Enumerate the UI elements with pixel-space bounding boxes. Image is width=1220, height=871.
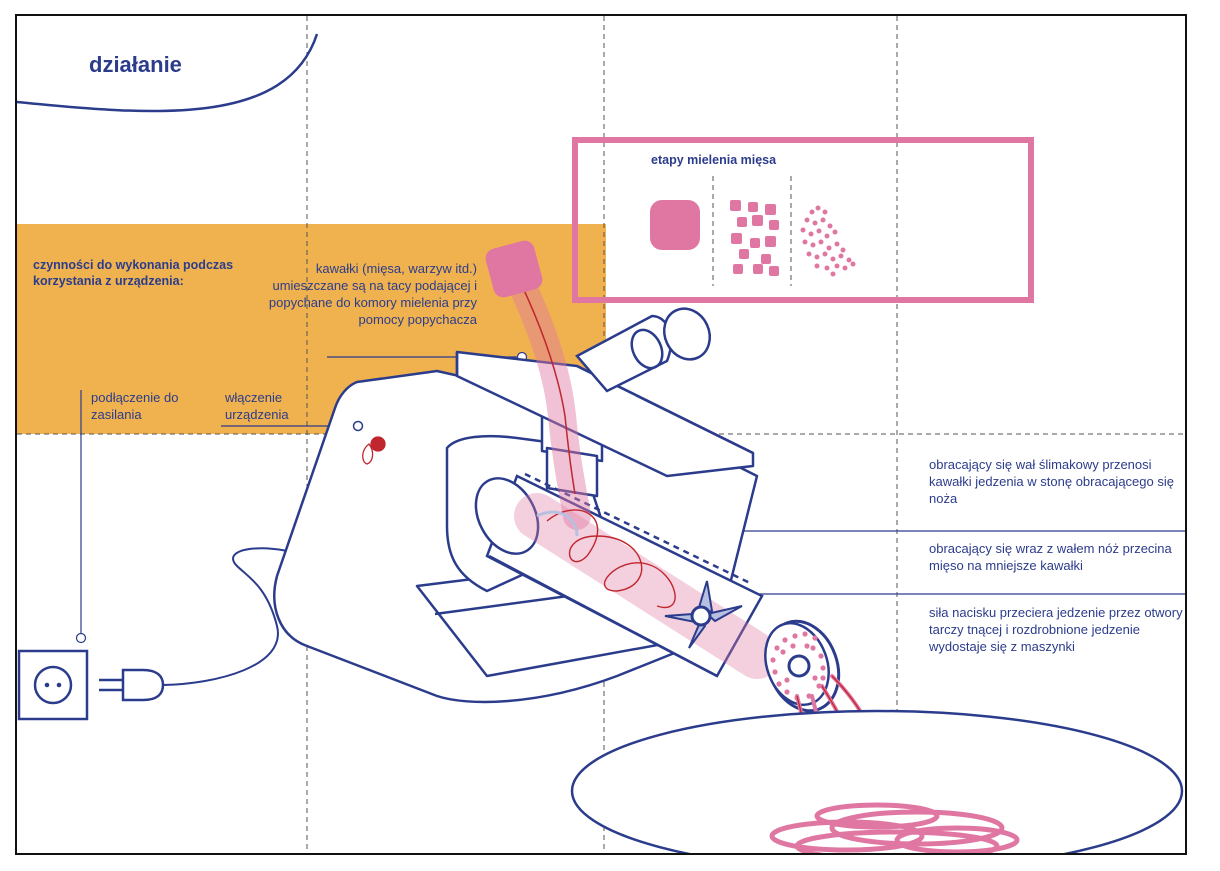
- stages-title: etapy mielenia mięsa: [651, 153, 777, 167]
- stage-chunks: [730, 200, 779, 276]
- power-cable: [162, 547, 318, 686]
- stages-box: [572, 137, 1034, 303]
- stage-whole-piece: [650, 200, 700, 250]
- bowl: [570, 709, 1184, 853]
- diagram-frame: działanie czynności do wykonania podczas…: [15, 14, 1187, 855]
- pusher-tube: [575, 307, 712, 393]
- meat-piece: [485, 240, 543, 298]
- barrel: [474, 472, 764, 678]
- title-curve: [17, 33, 319, 113]
- label-power: podłączenie do zasilania: [91, 390, 179, 422]
- feed-tray: [455, 350, 755, 498]
- auger: [514, 493, 780, 679]
- switch: [362, 436, 386, 465]
- label-press: siła nacisku przeciera jedzenie przez ot…: [929, 605, 1183, 654]
- meat-grinder-illustration: [17, 16, 1185, 853]
- minced-pile: [769, 802, 1020, 853]
- instructions-heading: czynności do wykonania podczas korzystan…: [33, 258, 234, 288]
- label-pieces: kawałki (mięsa, warzyw itd.) umieszczane…: [268, 261, 477, 327]
- page-title: działanie: [89, 52, 182, 77]
- stage-minced: [800, 205, 856, 277]
- label-knife: obracający się wraz z wałem nóż przecina…: [929, 541, 1172, 573]
- knife: [664, 580, 743, 649]
- power-plug: [99, 668, 165, 702]
- power-socket: [17, 649, 89, 721]
- cutting-plate: [764, 619, 841, 713]
- label-switch: włączenie urządzenia: [225, 390, 289, 422]
- label-auger: obracający się wał ślimakowy przenosi ka…: [929, 457, 1174, 506]
